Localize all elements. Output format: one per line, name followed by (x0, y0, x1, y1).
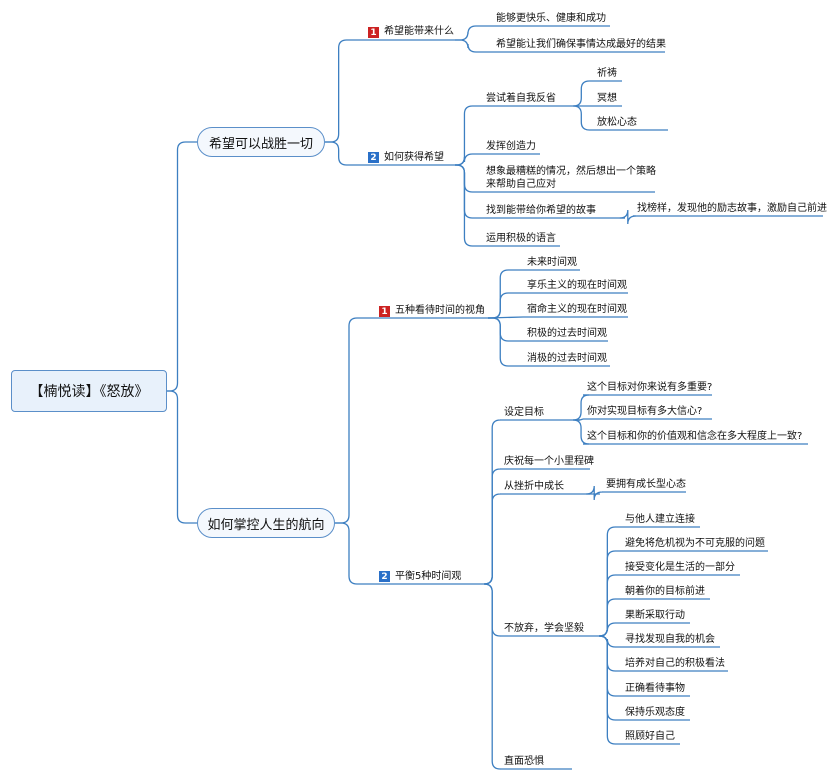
leaf[interactable]: 朝着你的目标前进 (625, 586, 705, 597)
leaf[interactable]: 直面恐惧 (504, 756, 544, 767)
leaf[interactable]: 积极的过去时间观 (527, 328, 607, 339)
connector (586, 485, 603, 501)
leaf[interactable]: 从挫折中成长 (504, 481, 564, 492)
leaf[interactable]: 设定目标 (504, 407, 544, 418)
subtopic-five-perspectives[interactable]: 五种看待时间的视角 (395, 305, 485, 316)
leaf[interactable]: 正确看待事物 (625, 683, 685, 694)
leaf[interactable]: 避免将危机视为不可克服的问题 (625, 538, 765, 549)
connector (599, 526, 621, 637)
connector (455, 105, 482, 166)
subtopic-how-get-hope[interactable]: 如何获得希望 (384, 152, 444, 163)
main-topic-course[interactable]: 如何掌控人生的航向 (197, 508, 335, 538)
connector (599, 635, 621, 721)
connector (599, 635, 621, 672)
connector (599, 574, 621, 637)
leaf[interactable]: 能够更快乐、健康和成功 (496, 13, 606, 24)
leaf[interactable]: 祈祷 (597, 68, 617, 79)
connector (579, 418, 584, 421)
leaf[interactable]: 要拥有成长型心态 (606, 479, 686, 490)
leaf[interactable]: 照顾好自己 (625, 731, 675, 742)
main-topic-hope[interactable]: 希望可以战胜一切 (197, 127, 325, 157)
leaf[interactable]: 找榜样，发现他的励志故事，激励自己前进 (637, 203, 827, 214)
connector (335, 522, 375, 585)
leaf[interactable]: 接受变化是生活的一部分 (625, 562, 735, 573)
badge-2: 2 (379, 571, 390, 582)
leaf[interactable]: 未来时间观 (527, 257, 577, 268)
leaf[interactable]: 享乐主义的现在时间观 (527, 280, 627, 291)
leaf[interactable]: 保持乐观态度 (625, 707, 685, 718)
connector (599, 635, 621, 648)
leaf[interactable]: 希望能让我们确保事情达成最好的结果 (496, 39, 666, 50)
connector (599, 635, 621, 745)
badge-2: 2 (368, 152, 379, 163)
leaf[interactable]: 这个目标对你来说有多重要? (587, 382, 713, 393)
leaf[interactable]: 这个目标和你的价值观和信念在多大程度上一致? (587, 431, 803, 442)
leaf[interactable]: 与他人建立连接 (625, 514, 695, 525)
connector (599, 622, 621, 637)
leaf[interactable]: 宿命主义的现在时间观 (527, 304, 627, 315)
leaf[interactable]: 运用积极的语言 (486, 233, 556, 244)
connector (484, 583, 501, 770)
leaf[interactable]: 想象最糟糕的情况，然后想出一个策略来帮助自己应对 (486, 166, 656, 190)
leaf[interactable]: 找到能带给你希望的故事 (486, 205, 596, 216)
connector (488, 317, 523, 342)
connector (573, 105, 593, 131)
leaf[interactable]: 不放弃，学会坚毅 (504, 623, 584, 634)
connector (619, 209, 636, 225)
leaf[interactable]: 果断采取行动 (625, 610, 685, 621)
connector (455, 164, 482, 247)
connector (167, 141, 197, 392)
connector (455, 39, 492, 53)
connector (325, 141, 364, 166)
connector (455, 25, 492, 41)
connector (335, 317, 375, 524)
connector (167, 390, 197, 524)
connector (488, 292, 523, 319)
connector (455, 153, 482, 166)
connector (488, 317, 523, 367)
connector (325, 39, 364, 143)
leaf[interactable]: 冥想 (597, 93, 617, 104)
badge-1: 1 (368, 27, 379, 38)
connector (599, 598, 621, 637)
connector (484, 493, 501, 585)
subtopic-balance-time[interactable]: 平衡5种时间观 (395, 571, 462, 582)
leaf[interactable]: 你对实现目标有多大信心? (587, 406, 703, 417)
leaf[interactable]: 发挥创造力 (486, 141, 536, 152)
connector (455, 164, 482, 193)
leaf[interactable]: 庆祝每一个小里程碑 (504, 456, 594, 467)
leaf[interactable]: 消极的过去时间观 (527, 353, 607, 364)
leaf[interactable]: 寻找发现自我的机会 (625, 634, 715, 645)
leaf[interactable]: 尝试着自我反省 (486, 93, 556, 104)
connector (573, 80, 593, 107)
leaf[interactable]: 培养对自己的积极看法 (625, 658, 725, 669)
leaf[interactable]: 放松心态 (597, 117, 637, 128)
subtopic-what-hope-brings[interactable]: 希望能带来什么 (384, 26, 454, 37)
root-topic[interactable]: 【楠悦读】《怒放》 (11, 370, 167, 412)
connector (488, 269, 523, 319)
badge-1: 1 (379, 306, 390, 317)
